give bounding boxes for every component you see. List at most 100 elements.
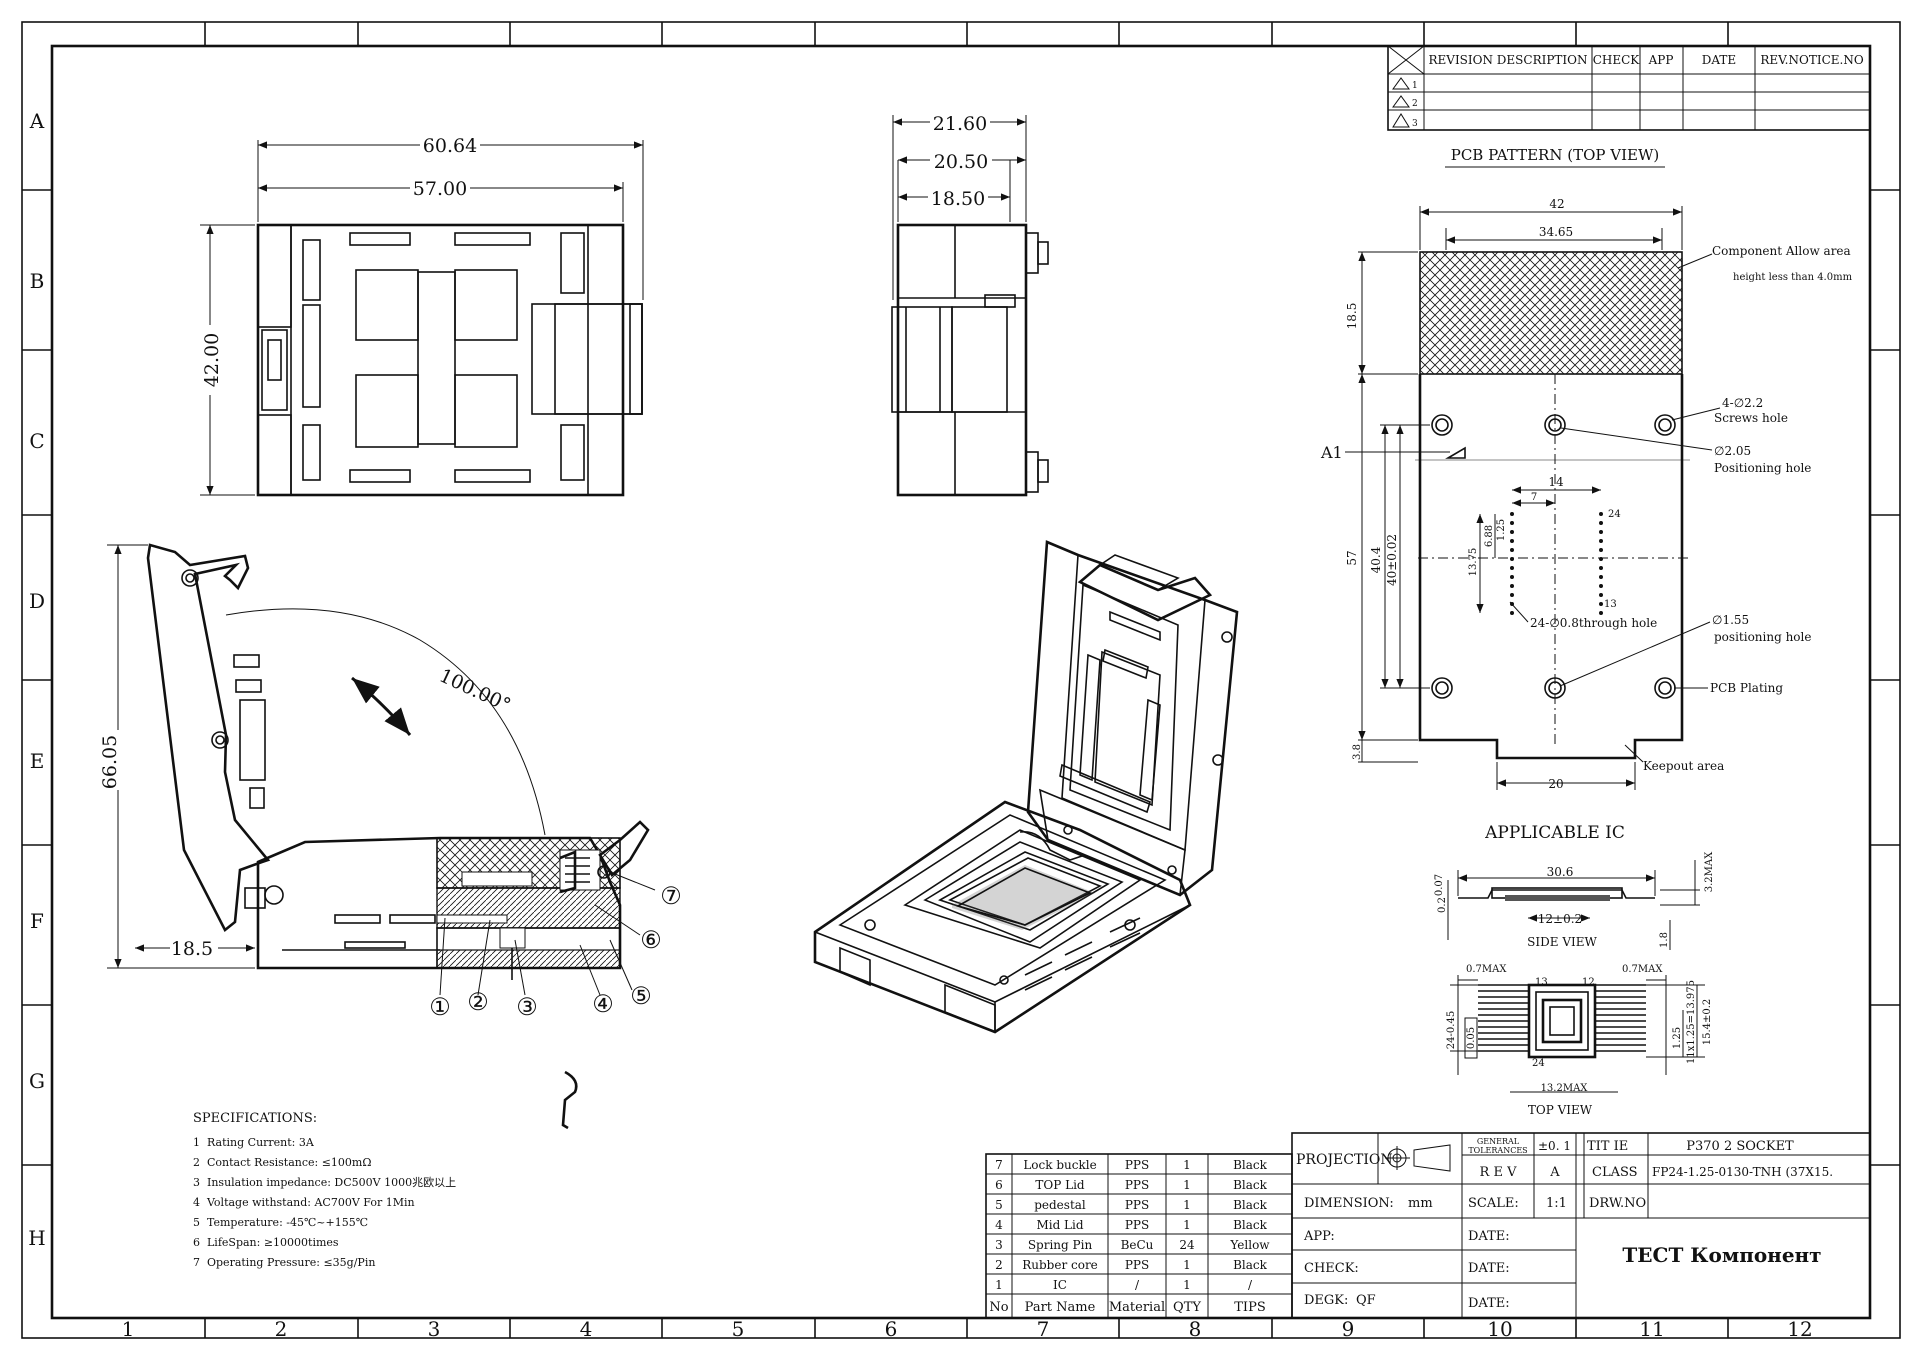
row-label-f: F	[30, 909, 44, 933]
pcb-screws-label: Screws hole	[1714, 411, 1788, 425]
spec-item-1: Rating Current: 3A	[207, 1136, 315, 1149]
bom-row-2-qty: 1	[1183, 1258, 1191, 1272]
rev-row-1: 1	[1412, 81, 1418, 91]
ic-dim-pos: 0.05	[1466, 1027, 1477, 1049]
tb-scale-value: 1:1	[1546, 1196, 1567, 1211]
ic-dim-306: 30.6	[1547, 865, 1574, 879]
pcb-dim-125: 1.25	[1496, 519, 1507, 541]
ic-dim-154: 15.4±0.2	[1702, 999, 1713, 1046]
callout-3: ③	[516, 993, 538, 1021]
col-label-3: 3	[428, 1317, 441, 1341]
bom-header-qty: QTY	[1173, 1300, 1201, 1315]
bom-row-1-name: IC	[1053, 1278, 1067, 1292]
spec-item-6: LifeSpan: ≥10000times	[207, 1236, 339, 1249]
pcb-dim-14: 14	[1548, 475, 1564, 489]
bom-header-material: Material	[1109, 1300, 1165, 1315]
col-label-10: 10	[1487, 1317, 1512, 1341]
ic-title: APPLICABLE IC	[1484, 823, 1625, 843]
row-label-a: A	[29, 109, 45, 133]
pcb-pin-24: 24	[1608, 509, 1621, 520]
svg-text:2: 2	[193, 1156, 200, 1169]
pcb-dim-1375: 13.75	[1468, 548, 1479, 577]
bom-row-7-no: 7	[995, 1158, 1003, 1172]
bom-row-3-name: Spring Pin	[1028, 1238, 1093, 1252]
rev-header-check: CHECK	[1593, 53, 1641, 67]
col-label-8: 8	[1189, 1317, 1202, 1341]
bom-row-7-tips: Black	[1233, 1158, 1268, 1172]
spec-item-3: Insulation impedance: DC500V 1000兆欧以上	[207, 1176, 456, 1189]
angle-100: 100.00°	[436, 665, 514, 717]
bom-row-5-qty: 1	[1183, 1198, 1191, 1212]
pcb-component-area-label: Component Allow area	[1712, 244, 1851, 258]
bom-row-3-qty: 24	[1179, 1238, 1195, 1252]
tb-date-2: DATE:	[1468, 1261, 1510, 1276]
dim-20-50: 20.50	[934, 151, 988, 173]
socket-isometric-view	[813, 540, 1239, 1034]
bom-row-2-no: 2	[995, 1258, 1003, 1272]
tb-degk-label: DEGK:	[1304, 1293, 1348, 1308]
col-label-9: 9	[1342, 1317, 1355, 1341]
spec-item-2: Contact Resistance: ≤100mΩ	[207, 1156, 371, 1169]
tb-drwno-label: DRW.NO	[1589, 1196, 1646, 1211]
bom-row-2-tips: Black	[1233, 1258, 1268, 1272]
bom-row-4-name: Mid Lid	[1036, 1218, 1083, 1232]
tb-class-value: FP24-1.25-0130-TNH (37X15.	[1652, 1165, 1833, 1179]
row-label-e: E	[30, 749, 45, 773]
svg-text:4: 4	[193, 1196, 200, 1209]
tb-dimension-value: mm	[1408, 1196, 1433, 1211]
callout-5: ⑤	[630, 982, 652, 1010]
tb-title-label: TIT IE	[1587, 1139, 1628, 1154]
col-label-5: 5	[732, 1317, 745, 1341]
applicable-ic-view: APPLICABLE IC 30.6 12±0.2 3.2MAX 0.2 0.0…	[1434, 823, 1715, 1117]
tb-date-1: DATE:	[1468, 1229, 1510, 1244]
bom-row-6-tips: Black	[1233, 1178, 1268, 1192]
socket-side-view: 21.60 20.50 18.50	[891, 113, 1049, 497]
frame: A B C D E F G H 1 2 3 4 5 6 7 8 9 10 11 …	[21, 21, 1901, 1341]
ic-dim-32max: 3.2MAX	[1704, 851, 1715, 892]
rev-header-notice: REV.NOTICE.NO	[1760, 53, 1864, 67]
pcb-dim-404: 40.4	[1369, 546, 1383, 573]
svg-text:1: 1	[193, 1136, 200, 1149]
rev-header-description: REVISION DESCRIPTION	[1428, 53, 1587, 67]
bom-row-2-material: PPS	[1125, 1258, 1149, 1272]
ic-dim-07max-a: 0.7MAX	[1466, 964, 1507, 975]
bom-table: 7 Lock buckle PPS 1 Black 6 TOP Lid PPS …	[985, 1153, 1293, 1319]
bom-row-7-qty: 1	[1183, 1158, 1191, 1172]
dim-66-05: 66.05	[99, 735, 121, 789]
ic-dim-07max-b: 0.7MAX	[1622, 964, 1663, 975]
tb-scale-label: SCALE:	[1468, 1196, 1519, 1211]
svg-text:6: 6	[193, 1236, 200, 1249]
bom-row-3-no: 3	[995, 1238, 1003, 1252]
tb-rev-label: R E V	[1480, 1165, 1518, 1180]
bom-row-5-no: 5	[995, 1198, 1003, 1212]
col-label-12: 12	[1787, 1317, 1812, 1341]
tb-check-label: CHECK:	[1304, 1261, 1359, 1276]
tb-title-value: P370 2 SOCKET	[1686, 1139, 1794, 1154]
pcb-dim-3465: 34.65	[1539, 225, 1573, 239]
col-label-7: 7	[1037, 1317, 1050, 1341]
pcb-title: PCB PATTERN (TOP VIEW)	[1451, 146, 1660, 164]
bom-header-no: No	[989, 1300, 1008, 1315]
col-label-11: 11	[1639, 1317, 1664, 1341]
specs-title: SPECIFICATIONS:	[193, 1111, 317, 1126]
bom-row-3-tips: Yellow	[1229, 1238, 1270, 1252]
pcb-pos-hole-size: ∅2.05	[1714, 444, 1751, 458]
callout-1: ①	[429, 993, 451, 1021]
tb-app-label: APP:	[1303, 1229, 1335, 1244]
pcb-a1-label: A1	[1320, 443, 1343, 462]
pcb-dim-20: 20	[1548, 777, 1563, 791]
callout-7: ⑦	[660, 882, 682, 910]
pcb-pos-hole-label: Positioning hole	[1714, 461, 1811, 475]
col-label-2: 2	[275, 1317, 288, 1341]
tb-projection-label: PROJECTION	[1296, 1152, 1393, 1168]
tb-general-label: GENERAL	[1477, 1137, 1520, 1146]
bom-row-5-name: pedestal	[1034, 1198, 1086, 1212]
tb-tolerance-value: ±0. 1	[1538, 1139, 1571, 1153]
callout-2: ②	[467, 988, 489, 1016]
bom-row-4-material: PPS	[1125, 1218, 1149, 1232]
dim-21-60: 21.60	[933, 113, 987, 135]
bom-header-part-name: Part Name	[1025, 1300, 1096, 1315]
pcb-keepout-label: Keepout area	[1643, 759, 1724, 773]
pcb-plating-label: PCB Plating	[1710, 681, 1783, 695]
revision-table: REVISION DESCRIPTION CHECK APP DATE REV.…	[1387, 45, 1871, 131]
